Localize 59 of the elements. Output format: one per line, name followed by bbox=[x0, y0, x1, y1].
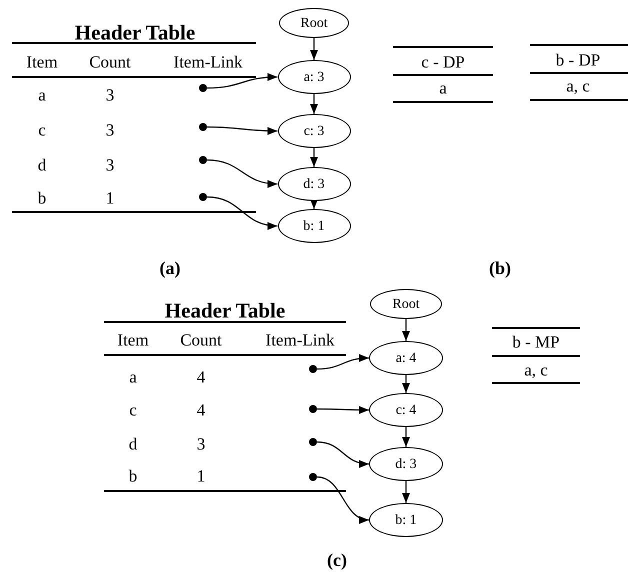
panel-caption: (b) bbox=[489, 259, 511, 277]
arrow bbox=[310, 148, 318, 167]
panel-caption: (a) bbox=[160, 259, 180, 277]
arrow bbox=[402, 427, 410, 447]
table-text: b - DP bbox=[556, 52, 600, 68]
table-text: 4 bbox=[196, 402, 206, 418]
node-label: a: 3 bbox=[304, 68, 324, 86]
table-text: 3 bbox=[106, 122, 114, 138]
table-text: a, c bbox=[524, 362, 548, 378]
table-text: c bbox=[129, 402, 137, 418]
arrow bbox=[316, 476, 370, 523]
node-label: a: 4 bbox=[396, 350, 416, 368]
node-label: c: 3 bbox=[304, 122, 324, 140]
node-label: c: 4 bbox=[396, 402, 416, 420]
table-text: a bbox=[129, 368, 137, 386]
node-label: d: 3 bbox=[395, 456, 417, 474]
table-text: Item bbox=[117, 332, 149, 348]
node-label: b: 1 bbox=[303, 218, 325, 236]
table-text: c bbox=[38, 122, 46, 138]
arrow bbox=[310, 38, 318, 60]
table-text: Count bbox=[89, 54, 131, 70]
table-text: 3 bbox=[106, 86, 114, 104]
arrow bbox=[402, 481, 410, 503]
table-text: 1 bbox=[106, 190, 114, 206]
table-text: c - DP bbox=[421, 54, 465, 70]
arrow bbox=[316, 354, 370, 370]
arrow bbox=[206, 159, 278, 188]
table-text: d bbox=[128, 436, 138, 452]
arrow bbox=[402, 375, 410, 393]
table-text: b bbox=[38, 190, 46, 206]
table-text: a bbox=[38, 86, 46, 104]
node-label: Root bbox=[392, 296, 420, 314]
table-title: Header Table bbox=[74, 22, 196, 44]
table-text: Item bbox=[26, 54, 58, 70]
table-text: 3 bbox=[106, 156, 114, 174]
table-text: d bbox=[38, 156, 46, 174]
arrow bbox=[310, 94, 318, 114]
table-text: Item-Link bbox=[266, 332, 334, 348]
table-text: Count bbox=[180, 332, 222, 348]
arrow bbox=[317, 406, 369, 414]
arrow bbox=[207, 126, 278, 135]
table-text: a bbox=[439, 80, 447, 96]
arrow bbox=[316, 441, 370, 468]
table-text: b bbox=[128, 468, 138, 484]
arrow bbox=[206, 73, 278, 89]
table-text: 3 bbox=[196, 436, 206, 452]
table-title: Header Table bbox=[164, 300, 286, 322]
node-label: b: 1 bbox=[395, 512, 417, 530]
table-text: a, c bbox=[566, 78, 590, 94]
node-label: Root bbox=[300, 14, 328, 32]
table-text: Item-Link bbox=[174, 54, 242, 70]
arrow bbox=[402, 319, 410, 341]
table-text: 1 bbox=[196, 468, 206, 484]
arrow bbox=[310, 199, 318, 209]
panel-caption: (c) bbox=[327, 551, 347, 569]
node-label: d: 3 bbox=[303, 176, 325, 194]
arrow bbox=[206, 196, 278, 230]
table-text: 4 bbox=[196, 368, 206, 386]
table-text: b - MP bbox=[512, 334, 560, 350]
